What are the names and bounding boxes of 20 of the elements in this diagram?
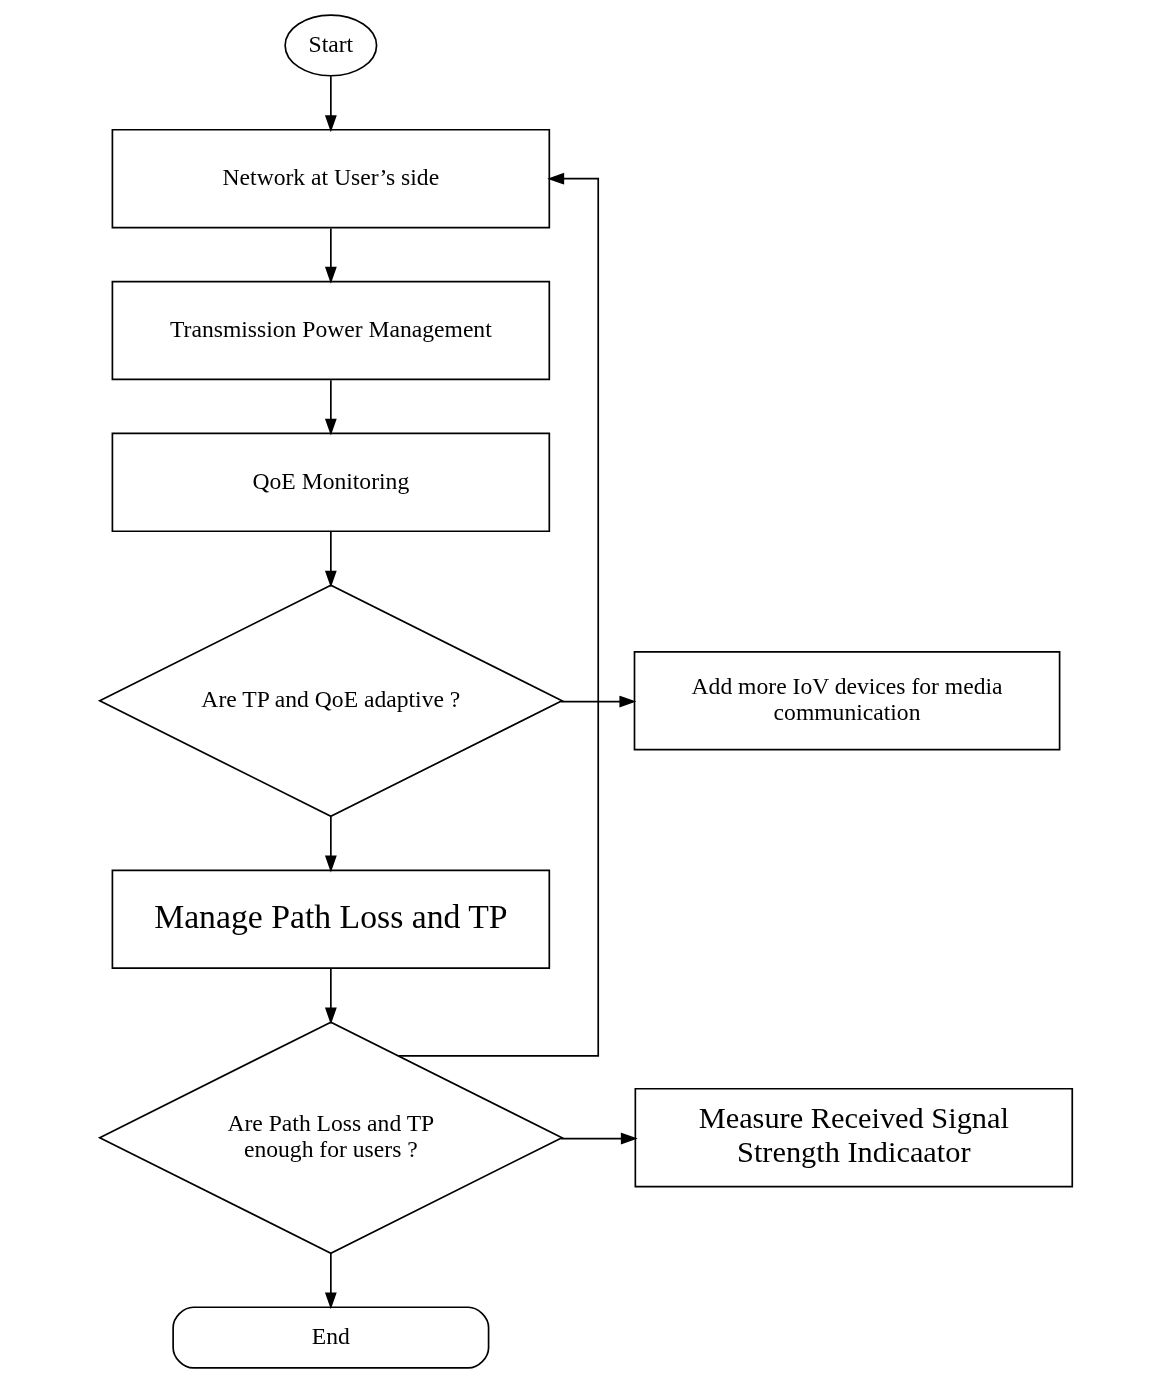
node-diamond: Are TP and QoE adaptive ? [97,584,564,818]
node-box: Transmission Power Management [111,280,550,381]
arrow [324,1252,337,1310]
arrow [397,172,599,1057]
arrow [324,75,337,133]
arrow [559,695,636,708]
arrow [324,227,337,284]
node-box: QoE Monitoring [111,432,550,533]
arrow [324,530,337,588]
node-box: Manage Path Loss and TP [111,869,550,969]
node-box: Measure Received Signal Strength Indicaator [634,1087,1073,1188]
arrow [559,1132,638,1145]
node-diamond: Are Path Loss and TP enough for users ? [97,1021,564,1255]
arrow [324,815,337,873]
node-box: Network at User’s side [111,128,550,229]
arrow [324,379,337,436]
node-ellipse: Start [283,14,377,77]
node-box: Add more IoV devices for media communication [633,651,1060,751]
node-box: End [171,1306,489,1369]
arrow [324,967,337,1025]
